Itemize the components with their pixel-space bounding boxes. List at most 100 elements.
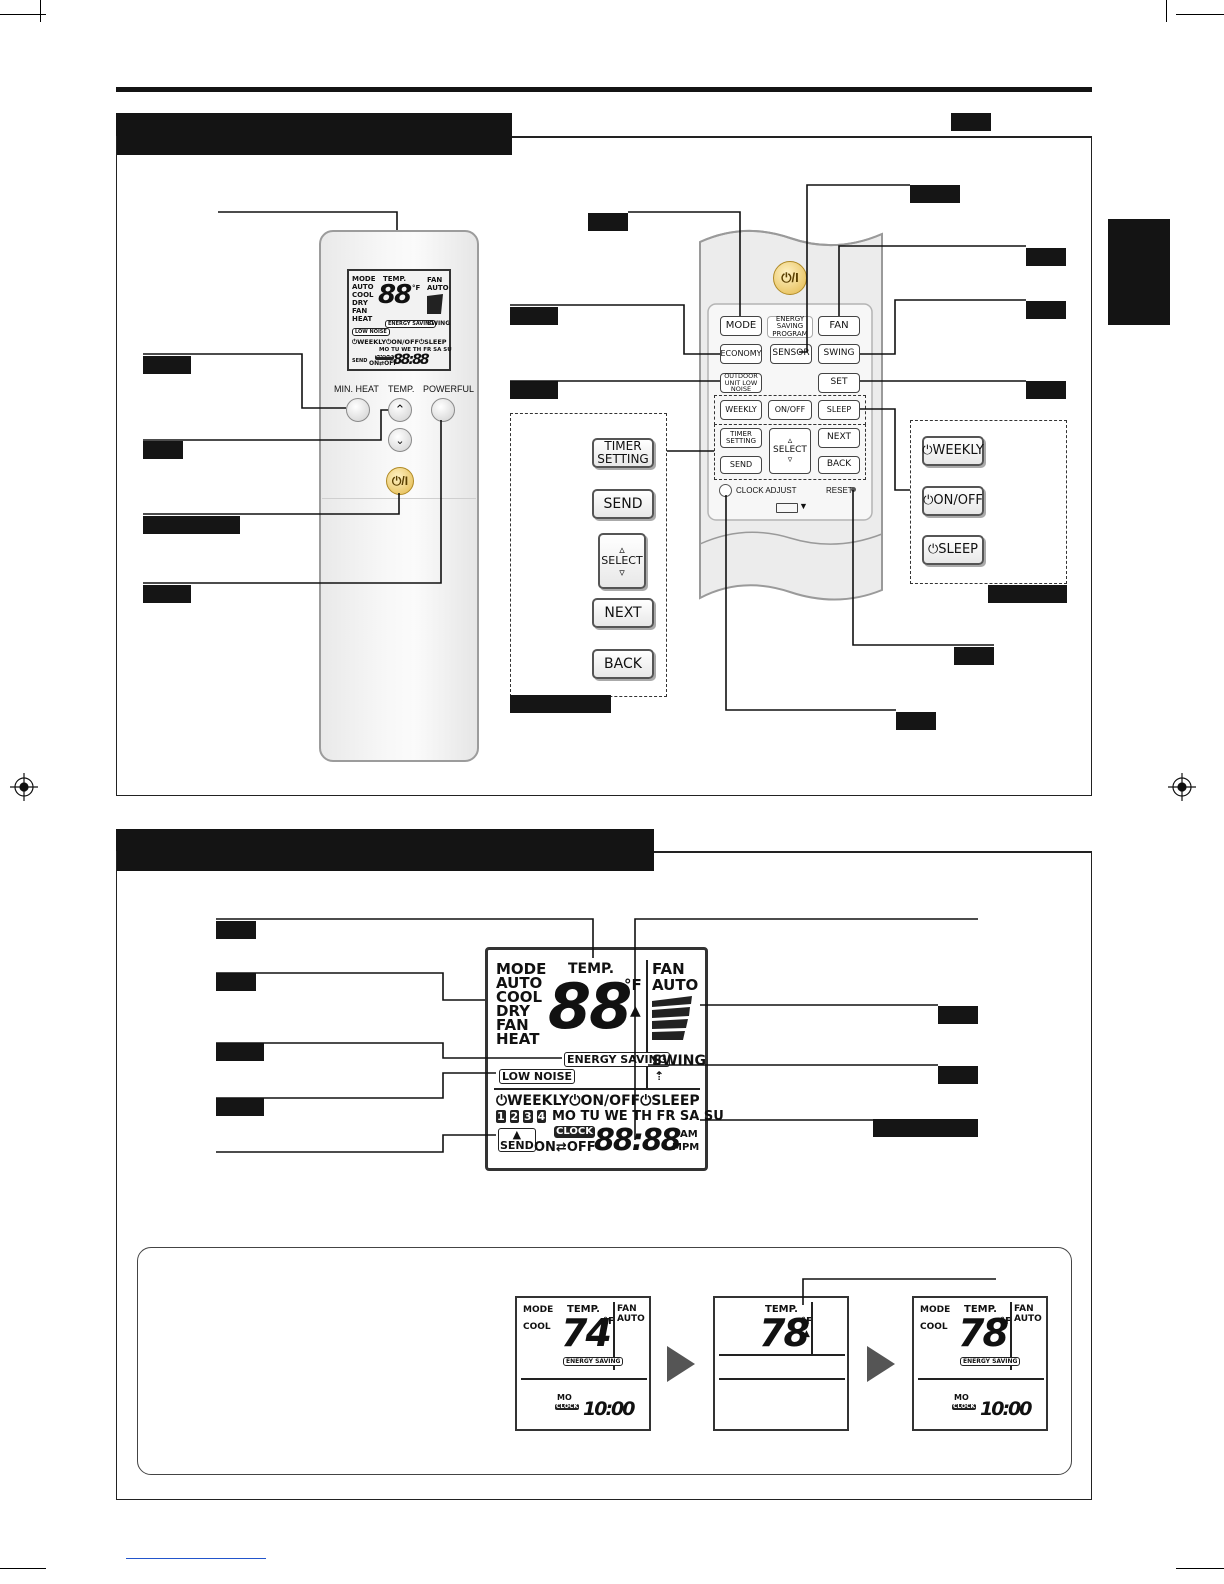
seq1-v-divider	[613, 1302, 615, 1370]
section-1-frame	[116, 136, 1092, 796]
callout-box	[510, 381, 558, 399]
front-lcd-unit: °F	[412, 284, 421, 292]
callout-box	[1026, 381, 1066, 399]
remote-front-divider	[322, 498, 476, 499]
seq3-mode-value: COOL	[920, 1322, 948, 1332]
callout-box	[988, 585, 1067, 603]
on-off-button-large[interactable]: ⏻ON/OFF	[922, 486, 984, 516]
front-lcd-low-noise: LOW NOISE	[352, 328, 390, 336]
sequence-lcd-3: MODE COOL TEMP. 78 °F FAN AUTO ENERGY SA…	[912, 1296, 1048, 1431]
triangle-down-icon: ▿	[619, 565, 625, 579]
big-lcd-low-noise: LOW NOISE	[499, 1069, 576, 1084]
seq3-temp-label: TEMP.	[964, 1304, 997, 1315]
energy-saving-program-button[interactable]: ENERGY SAVING PROGRAM	[767, 315, 813, 338]
seq3-energy: ENERGY SAVING	[960, 1357, 1021, 1366]
seq1-h-divider	[521, 1378, 647, 1380]
temp-up-button[interactable]: ⌃	[388, 398, 412, 422]
next-button-large[interactable]: NEXT	[592, 598, 654, 628]
front-lcd-temp-digits: 88	[378, 280, 412, 310]
callout-box	[143, 356, 191, 374]
weekly-button[interactable]: WEEKLY	[720, 400, 762, 420]
seq3-fan-value: AUTO	[1014, 1314, 1042, 1324]
crop-mark	[0, 14, 46, 15]
front-lcd-energy-saving: ENERGY SAVING	[385, 320, 437, 328]
timer-setting-button-large[interactable]: TIMER SETTING	[592, 438, 654, 468]
sleep-button[interactable]: SLEEP	[818, 400, 860, 420]
swing-button[interactable]: SWING	[818, 344, 860, 364]
set-button[interactable]: SET	[818, 373, 860, 393]
front-lcd-swing: SWING	[427, 320, 451, 327]
front-lcd-clock: CLOCK	[375, 354, 394, 360]
crop-mark	[0, 1568, 46, 1569]
clock-adjust-hole[interactable]	[719, 484, 732, 497]
seq3-fan: FAN	[1014, 1304, 1034, 1314]
seq2-temp: 78	[759, 1311, 810, 1355]
select-button-large[interactable]: ▵ SELECT ▿	[598, 533, 646, 589]
send-button-large[interactable]: SEND	[592, 489, 654, 519]
seq1-mode: MODE	[523, 1305, 554, 1315]
triangle-up-icon: ▵	[787, 435, 793, 446]
seq2-h-divider-1	[719, 1354, 845, 1356]
seq1-clock: CLOCK	[555, 1403, 580, 1410]
mode-button[interactable]: MODE	[720, 316, 762, 336]
big-lcd-fan-auto: AUTO	[652, 976, 699, 994]
sequence-lcd-1: MODE COOL TEMP. 74 °F FAN AUTO ENERGY SA…	[515, 1296, 651, 1431]
footer-link-line	[126, 1558, 266, 1559]
select-button[interactable]: ▵ SELECT ▿	[769, 428, 811, 474]
weekly-button-large[interactable]: ⏻WEEKLY	[922, 436, 984, 466]
callout-box	[910, 185, 960, 203]
back-button[interactable]: BACK	[818, 456, 860, 474]
big-lcd-timer-row: ⏻WEEKLY⏻ON/OFF⏻SLEEP	[496, 1093, 700, 1109]
example-panel	[137, 1247, 1072, 1475]
outdoor-low-noise-button[interactable]: OUTDOOR UNIT LOW NOISE	[720, 372, 762, 393]
big-lcd-day-numbers: 1 2 3 4	[496, 1110, 547, 1123]
reset-label: RESET	[826, 486, 853, 495]
seq3-day: MO	[954, 1393, 969, 1402]
fan-button[interactable]: FAN	[818, 316, 860, 336]
sequence-arrow-icon	[667, 1346, 695, 1382]
top-rule	[116, 87, 1092, 92]
crop-mark	[1176, 1568, 1224, 1569]
big-lcd-send: ▲SEND	[498, 1128, 536, 1152]
seq2-unit: °F	[801, 1316, 813, 1327]
sleep-button-large[interactable]: ⏻SLEEP	[922, 535, 984, 565]
big-lcd-unit: °F	[624, 976, 642, 994]
min-heat-button[interactable]	[346, 398, 370, 422]
on-off-button[interactable]: ON/OFF	[768, 400, 812, 420]
callout-box	[1026, 301, 1066, 319]
front-power-button[interactable]: ⏻/I	[386, 467, 414, 495]
back-button-large[interactable]: BACK	[592, 649, 654, 679]
inner-power-button[interactable]: ⏻/I	[773, 261, 807, 295]
sequence-arrow-icon	[867, 1346, 895, 1382]
next-button[interactable]: NEXT	[818, 428, 860, 448]
section-2-frame-top	[654, 851, 1092, 853]
callout-box	[143, 516, 240, 534]
battery-icon	[776, 503, 798, 513]
send-button[interactable]: SEND	[720, 456, 762, 474]
big-lcd-temp-label: TEMP.	[568, 961, 615, 977]
chevron-down-icon: ⌄	[395, 434, 405, 447]
big-lcd-clock: CLOCK	[554, 1126, 595, 1138]
reset-hole[interactable]	[851, 487, 856, 492]
big-lcd-h-divider	[494, 1088, 700, 1090]
economy-button[interactable]: ECONOMY	[720, 344, 762, 364]
temp-down-button[interactable]: ⌄	[388, 428, 412, 452]
side-tab	[1108, 219, 1170, 325]
seq1-day: MO	[557, 1393, 572, 1402]
seq3-time: 10:00	[980, 1398, 1033, 1420]
seq1-energy: ENERGY SAVING	[563, 1357, 624, 1366]
front-lcd-send: SEND	[352, 358, 368, 364]
timer-setting-button[interactable]: TIMER SETTING	[720, 428, 762, 448]
battery-arrow-icon: ▼	[799, 501, 808, 511]
front-lcd-fan-bars	[427, 294, 443, 314]
big-lcd-on-off: ON⇄OFF	[534, 1140, 596, 1155]
front-lcd-temp-label: TEMP.	[383, 275, 407, 283]
min-heat-label: MIN. HEAT	[334, 384, 379, 394]
front-lcd-on-off: ON⇄OFF	[369, 360, 398, 367]
powerful-button[interactable]	[431, 398, 455, 422]
callout-box	[510, 695, 611, 713]
powerful-label: POWERFUL	[423, 384, 475, 394]
sensor-button[interactable]: SENSOR	[770, 344, 812, 364]
